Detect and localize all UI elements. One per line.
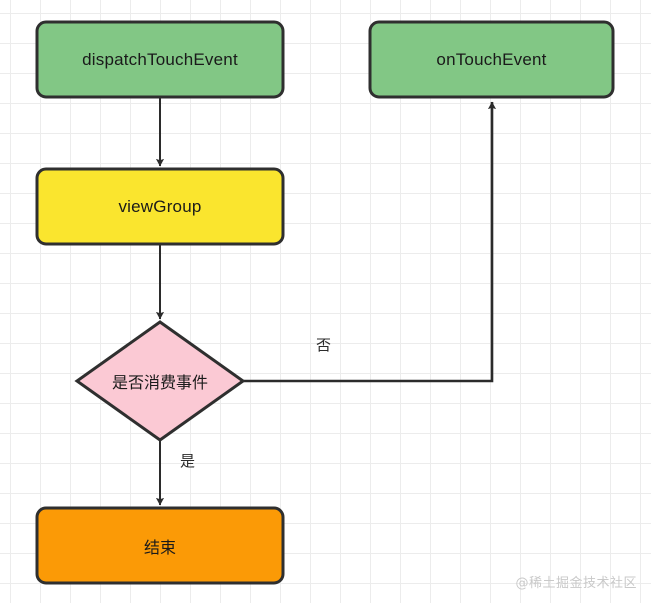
edge-decision-no-to-ontouchevent xyxy=(243,101,497,383)
node-ontouchevent[interactable] xyxy=(368,20,615,99)
node-dispatchtouchevent[interactable] xyxy=(35,20,285,99)
node-decision-consume-event[interactable] xyxy=(74,320,246,442)
edge-label-no: 否 xyxy=(316,336,332,354)
edge-label-yes: 是 xyxy=(180,452,196,470)
node-end[interactable] xyxy=(35,506,285,585)
watermark: @稀土掘金技术社区 xyxy=(515,576,637,591)
node-viewgroup[interactable] xyxy=(35,167,285,246)
